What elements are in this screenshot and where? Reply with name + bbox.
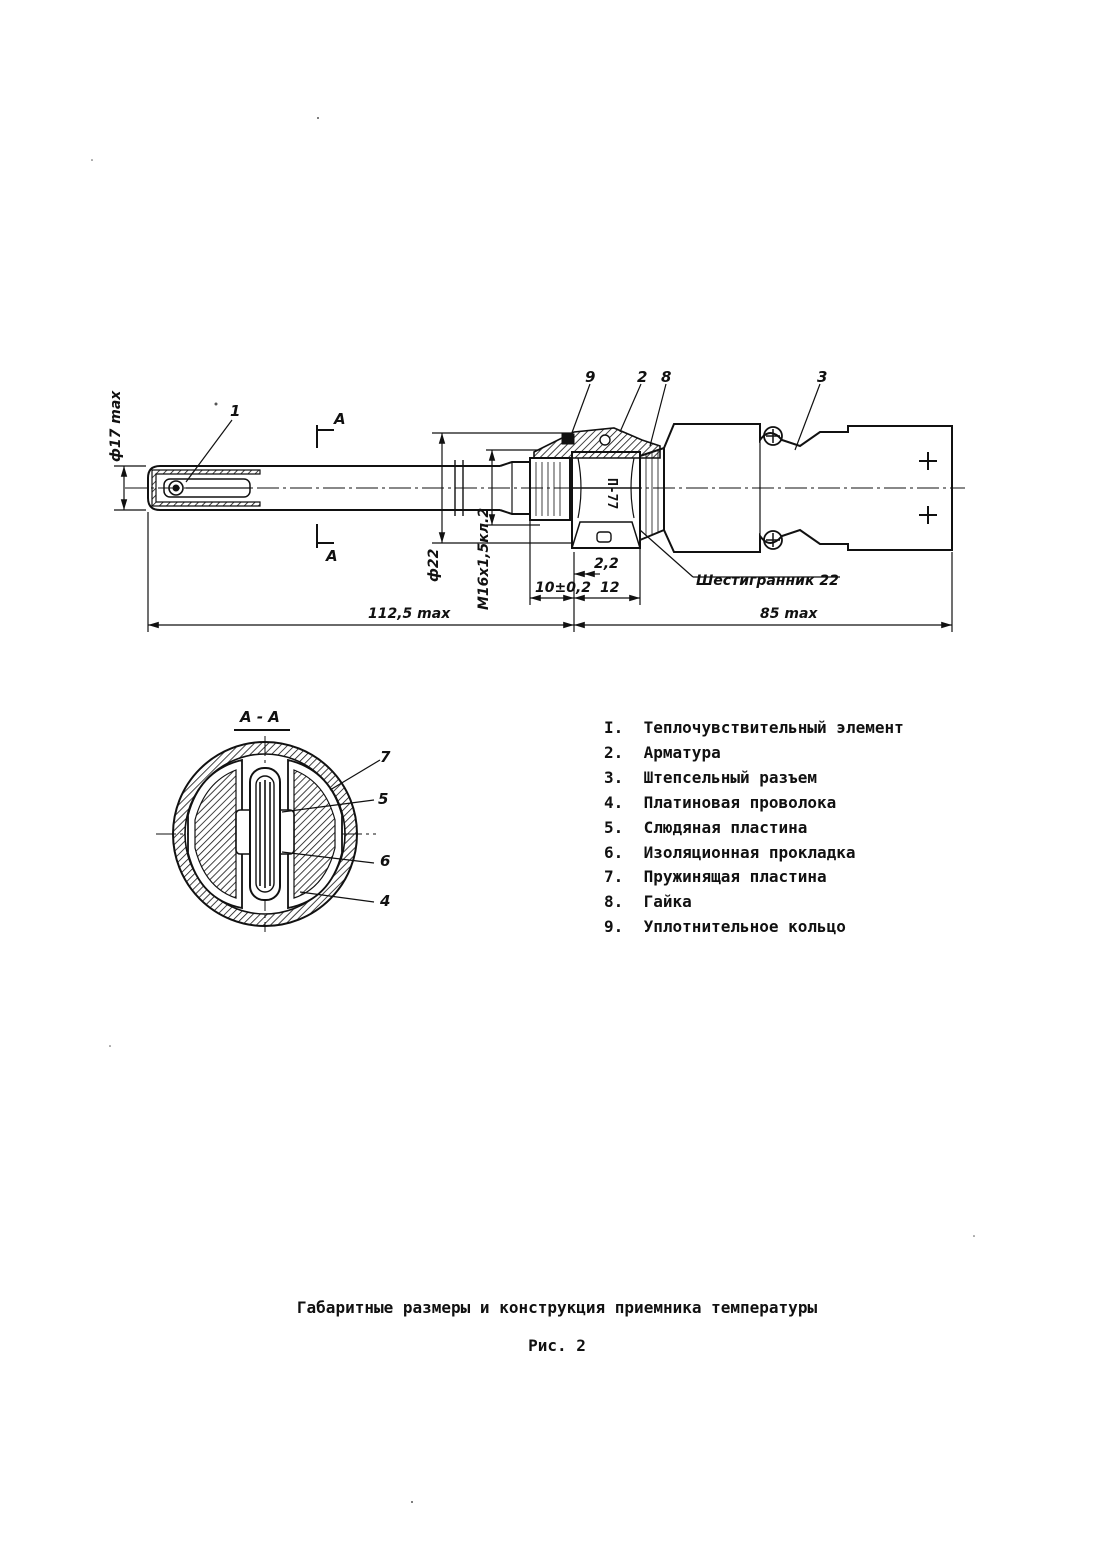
legend-text: Изоляционная прокладка: [643, 842, 856, 862]
legend-text: Гайка: [643, 892, 692, 912]
legend-num: 2.: [604, 742, 624, 762]
legend-text: Штепсельный разъем: [643, 767, 818, 787]
legend-num: 6.: [604, 842, 624, 862]
legend-text: Теплочувствительный элемент: [643, 718, 904, 737]
legend-text: Платиновая проволока: [643, 792, 837, 812]
figure-label: Рис. 2: [528, 1336, 586, 1355]
sensor-side-view: [114, 383, 965, 632]
callout-3: 3: [817, 368, 827, 386]
parts-legend: I. Теплочувствительный элемент 2. Армату…: [604, 716, 904, 940]
dim-length-probe: 112,5 max: [368, 606, 451, 622]
legend-item: 6. Изоляционная прокладка: [604, 841, 904, 866]
legend-item: 7. Пружинящая пластина: [604, 865, 904, 890]
callout-6: 6: [380, 852, 390, 870]
drawing-labels: ф17 max ф22 М16x1,5кл.2 112,5 max 85 max…: [108, 368, 839, 622]
legend-num: 7.: [604, 867, 624, 887]
dim-thread: М16x1,5кл.2: [476, 508, 492, 610]
plug-connector: [663, 423, 953, 553]
dim-length-head: 85 max: [760, 606, 818, 622]
legend-num: 4.: [604, 792, 624, 812]
legend-item: 9. Уплотнительное кольцо: [604, 915, 904, 940]
section-a-a: А - А 7 5 6 4: [156, 708, 391, 932]
callout-2: 2: [637, 368, 647, 386]
legend-num: I.: [604, 718, 624, 737]
callout-leaders: [185, 383, 821, 483]
legend-num: 5.: [604, 817, 624, 837]
scan-specks: [91, 117, 975, 1503]
hex-note: Шестигранник 22: [696, 573, 839, 589]
legend-item: 3. Штепсельный разъем: [604, 766, 904, 791]
legend-num: 9.: [604, 917, 624, 937]
legend-text: Арматура: [643, 742, 721, 762]
legend-text: Пружинящая пластина: [643, 867, 827, 887]
dim-diameter-22: ф22: [426, 549, 442, 582]
legend-item: 8. Гайка: [604, 890, 904, 915]
legend-num: 3.: [604, 767, 624, 787]
legend-num: 8.: [604, 892, 624, 912]
dim-length-2-2: 2,2: [594, 556, 619, 572]
figure-caption: Габаритные размеры и конструкция приемни…: [296, 1298, 818, 1317]
callout-1: 1: [230, 402, 240, 420]
legend-item: 4. Платиновая проволока: [604, 791, 904, 816]
legend-item: 2. Арматура: [604, 741, 904, 766]
dim-length-12: 12: [600, 580, 619, 596]
callout-5: 5: [378, 790, 388, 808]
legend-item: 5. Слюдяная пластина: [604, 816, 904, 841]
callout-7: 7: [380, 748, 391, 766]
legend-text: Слюдяная пластина: [643, 817, 808, 837]
callout-4: 4: [379, 892, 390, 910]
nut-marking: П-77: [604, 478, 619, 509]
callout-9: 9: [585, 368, 595, 386]
dim-diameter-tip: ф17 max: [108, 390, 124, 462]
callout-8: 8: [661, 368, 671, 386]
section-cut-marks: [316, 425, 334, 548]
section-mark-bottom: А: [325, 547, 338, 565]
legend-text: Уплотнительное кольцо: [643, 917, 846, 937]
dimension-lines: [114, 432, 953, 632]
section-mark-top: А: [333, 410, 346, 428]
probe-tube: [147, 460, 500, 516]
legend-item: I. Теплочувствительный элемент: [604, 716, 904, 741]
section-title: А - А: [239, 708, 280, 726]
dim-length-10: 10±0,2: [535, 580, 591, 596]
